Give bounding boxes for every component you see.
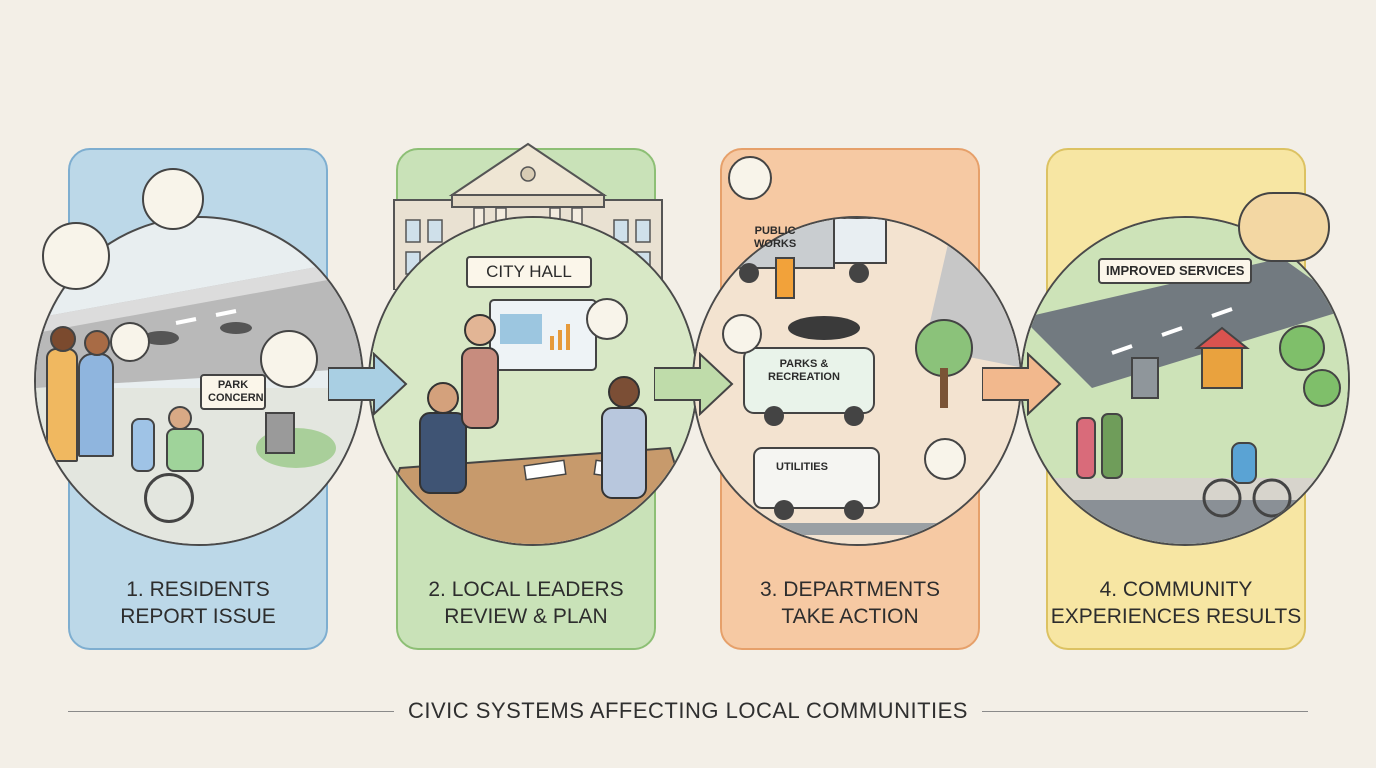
page-title: CIVIC SYSTEMS AFFECTING LOCAL COMMUNITIE… <box>408 698 968 723</box>
community-speech-icon <box>142 168 204 230</box>
arrow-step2-to-step3 <box>654 352 734 416</box>
footer-divider-left <box>68 711 394 712</box>
camera-icon <box>110 322 150 362</box>
family-portrait-icon <box>1238 192 1330 262</box>
improved-services-banner: IMPROVED SERVICES <box>1098 258 1253 284</box>
departments-scene <box>692 216 1022 546</box>
parks-recreation-van-label: PARKS &RECREATION <box>768 358 840 383</box>
tools-icon <box>728 156 772 200</box>
city-hall-sign: CITY HALL <box>466 256 592 288</box>
park-trash-icon <box>260 330 318 388</box>
utilities-van-label: UTILITIES <box>776 461 828 473</box>
city-hall-icon <box>42 222 110 290</box>
recycling-bin-icon <box>722 314 762 354</box>
footer-divider-right <box>982 711 1308 712</box>
gear-icon <box>586 298 628 340</box>
arrow-step1-to-step2 <box>328 352 408 416</box>
wrench-icon <box>924 438 966 480</box>
arrow-step3-to-step4 <box>982 352 1062 416</box>
